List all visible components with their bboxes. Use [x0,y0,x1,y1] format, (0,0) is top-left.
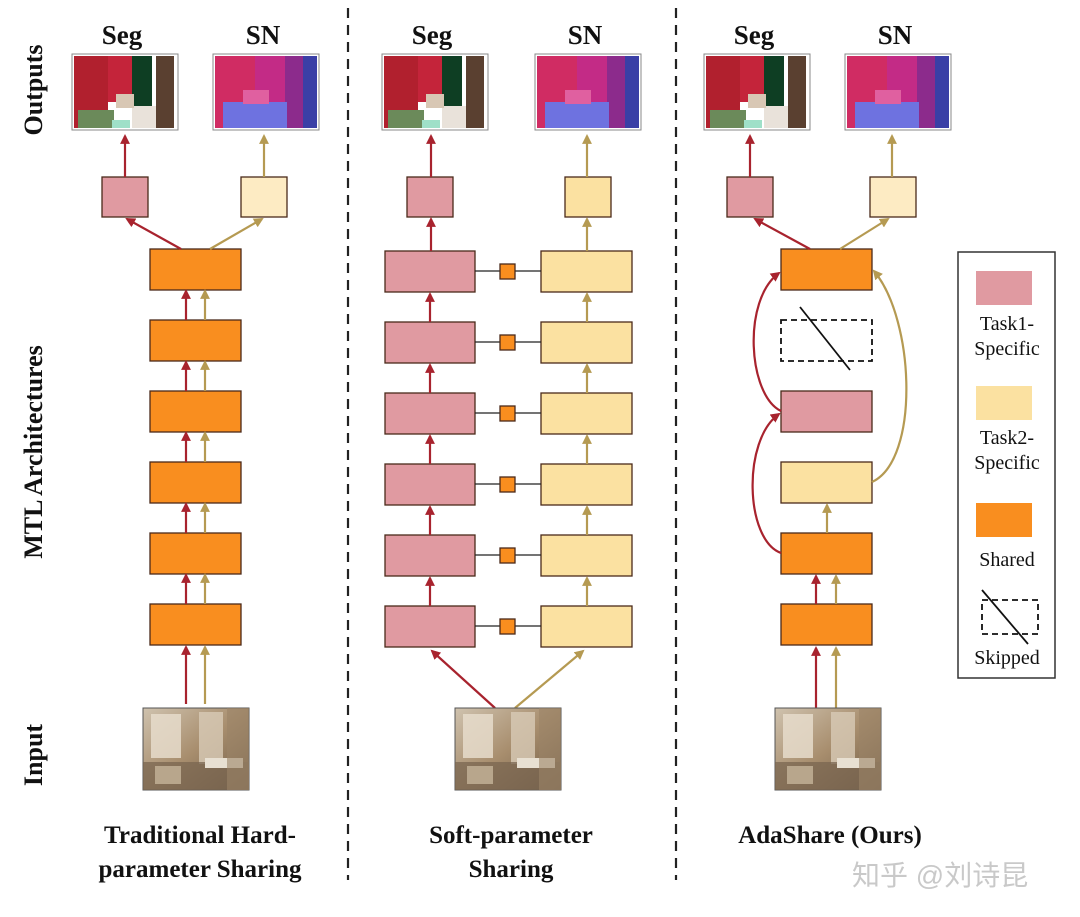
skipped-block [780,319,873,362]
shared-block [149,461,242,504]
seg-output-image [71,53,179,131]
task1-block [780,390,873,433]
task2-block [540,463,633,506]
sn-label: SN [246,20,281,50]
caption-line: Soft-parameter [429,822,593,849]
task1-head-block [406,176,454,218]
task1-block [384,534,476,577]
legend-label: Specific [974,452,1040,474]
shared-block [149,603,242,646]
task1-block [384,392,476,435]
input-image [142,707,250,791]
sn-label: SN [568,20,603,50]
legend-label: Skipped [974,647,1040,669]
cross-stitch-unit [499,263,516,280]
cross-stitch-unit [499,547,516,564]
input-image [454,707,562,791]
task1-block [384,321,476,364]
legend-label: Task1- [980,313,1034,335]
cross-stitch-unit [499,405,516,422]
legend-swatch-task2 [976,386,1032,420]
legend-swatch-task1 [976,271,1032,305]
task2-block [540,321,633,364]
cross-stitch-unit [499,476,516,493]
row-label-outputs: Outputs [19,44,48,135]
legend-label: Task2- [980,427,1034,449]
task2-head-block [240,176,288,218]
task1-block [384,250,476,293]
caption-line: AdaShare (Ours) [738,822,922,849]
task2-head-block [869,176,917,218]
seg-output-image [381,53,489,131]
seg-arrow [753,218,811,250]
task1-block [384,463,476,506]
task1-head-block [101,176,149,218]
seg-label: Seg [102,20,143,50]
caption-line: Traditional Hard- [104,822,296,849]
legend-swatch-skipped [981,599,1039,635]
seg-output-image [703,53,811,131]
task2-block [540,605,633,648]
legend-label: Specific [974,338,1040,360]
skipped-slash [799,306,851,371]
task1-head-block [726,176,774,218]
task1-block [384,605,476,648]
task2-block [780,461,873,504]
seg-skip-arrow [752,271,782,412]
input-image [774,707,882,791]
shared-block [149,390,242,433]
seg-label: Seg [412,20,453,50]
legend-swatch-shared [976,503,1032,537]
legend-label: Shared [979,549,1035,571]
shared-block [780,248,873,291]
sn-output-image [212,53,320,131]
task2-head-block [564,176,612,218]
row-label-mtl-architectures: MTL Architectures [19,345,48,559]
shared-block [780,532,873,575]
sn-arrow [514,649,585,709]
legend-skipped-slash [981,589,1029,645]
sn-arrow [839,217,890,250]
caption-line: parameter Sharing [99,856,302,883]
legend: Task1-SpecificTask2-SpecificSharedSkippe… [957,251,1056,679]
panel-hard-sharing: Seg SN Traditional Hard-parameter Sharing [71,20,320,883]
task2-block [540,534,633,577]
watermark: 知乎 @刘诗昆 [852,860,1028,891]
panel-adashare: Seg SN AdaShare (Ours) [703,20,952,849]
seg-arrow [430,649,496,709]
task2-block [540,392,633,435]
shared-block [149,248,242,291]
sn-arrow [209,218,264,250]
shared-block [149,532,242,575]
sn-output-image [534,53,642,131]
seg-arrow [125,218,182,250]
row-label-input: Input [19,724,48,786]
cross-stitch-unit [499,334,516,351]
seg-label: Seg [734,20,775,50]
cross-stitch-unit [499,618,516,635]
shared-block [780,603,873,646]
seg-skip-arrow [751,412,782,555]
sn-output-image [844,53,952,131]
task2-block [540,250,633,293]
sn-label: SN [878,20,913,50]
shared-block [149,319,242,362]
caption-line: Sharing [469,856,554,883]
sn-skip-arrow [871,269,908,483]
